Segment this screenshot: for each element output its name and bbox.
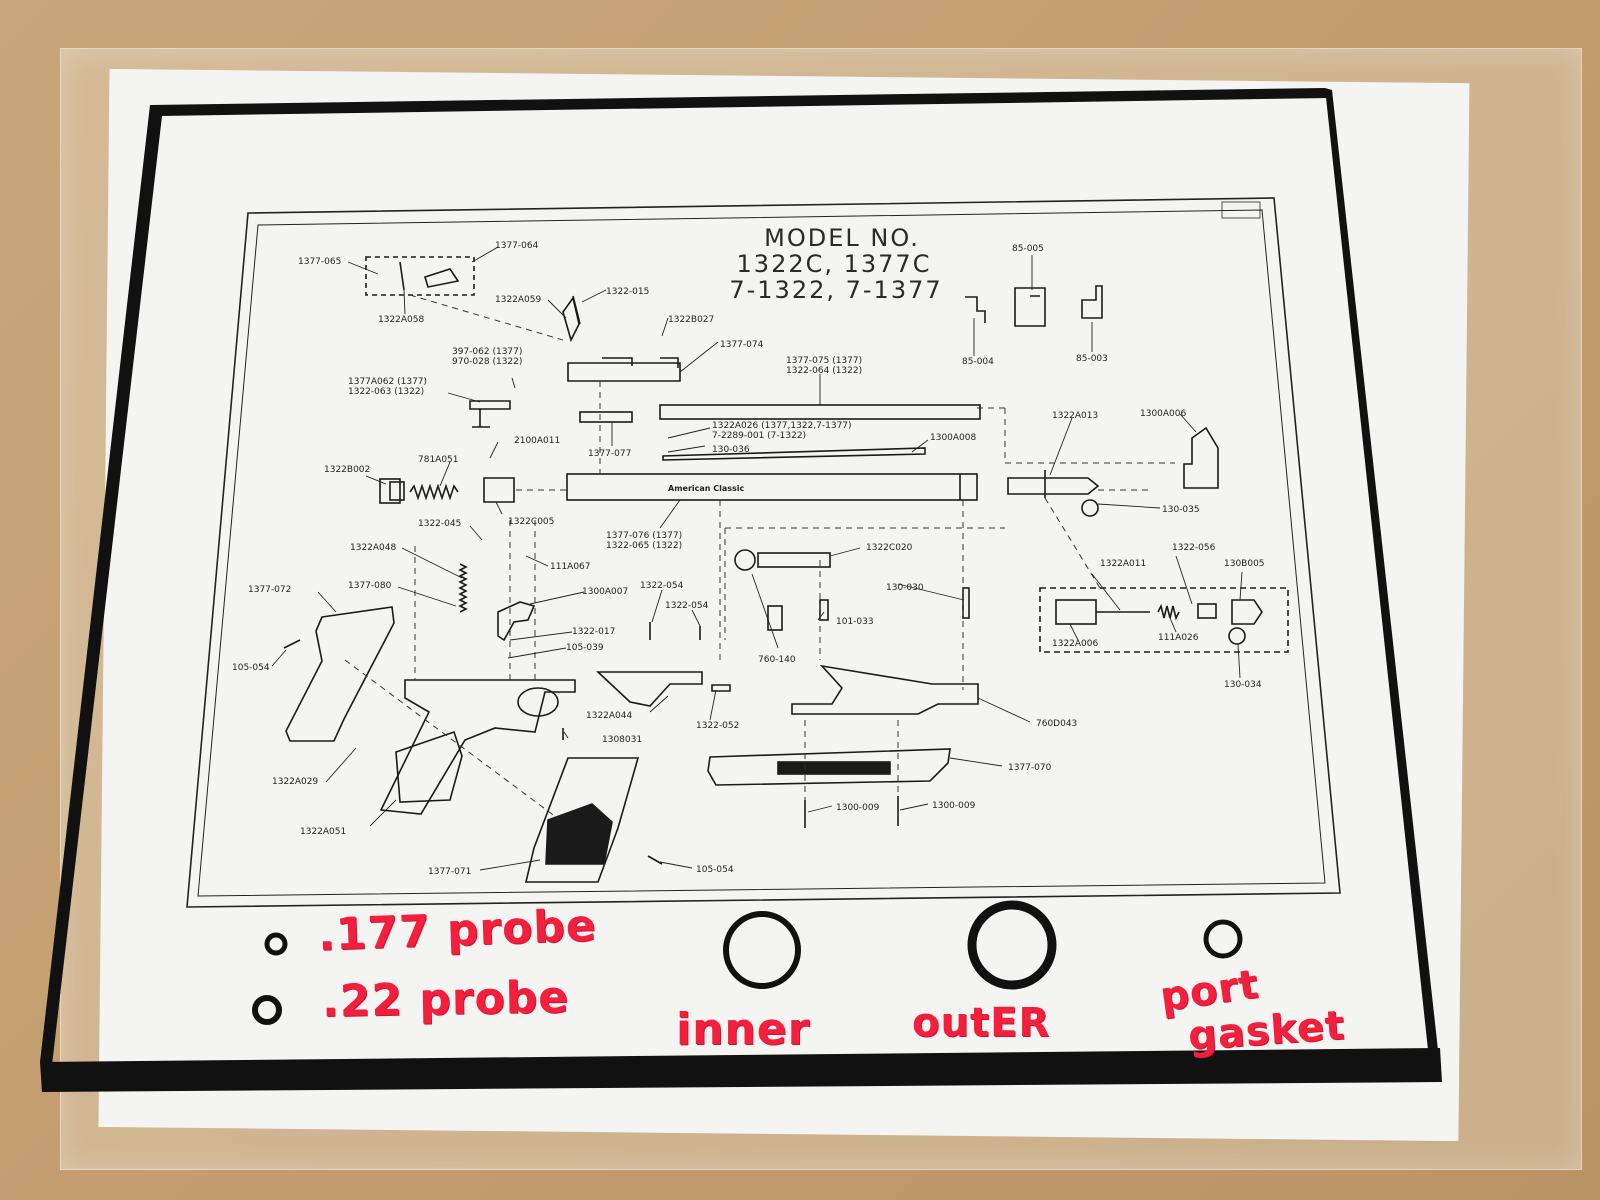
- part-label: 1322-065 (1322): [606, 541, 682, 551]
- part-label: 130-030: [886, 583, 924, 593]
- part-label: 1322-017: [572, 627, 615, 637]
- part-label: 1322B027: [668, 315, 714, 325]
- part-label: 1322A048: [350, 543, 397, 553]
- part-label: 1322A058: [378, 315, 425, 325]
- part-label: 85-004: [962, 357, 994, 367]
- o-ring-inner: [723, 911, 801, 989]
- part-label: 130B005: [1224, 559, 1265, 569]
- part-label: 1300-009: [836, 803, 880, 813]
- part-label: 1322A059: [495, 295, 542, 305]
- part-label: 111A067: [550, 562, 591, 572]
- paper: [98, 68, 1470, 1142]
- part-label: 1322-064 (1322): [786, 366, 862, 376]
- o-ring-port-gasket: [1203, 919, 1243, 959]
- title-line-2: 1322C, 1377C: [737, 250, 932, 278]
- drawing-frame: [186, 197, 1341, 908]
- part-label: 1322-052: [696, 721, 739, 731]
- part-label: 105-054: [696, 865, 734, 875]
- o-ring-22-probe: [252, 995, 282, 1025]
- leader-lines: [271, 246, 1243, 871]
- part-label: 1322A044: [586, 711, 633, 721]
- part-label: 1322C005: [508, 517, 554, 527]
- part-label: 970-028 (1322): [452, 357, 522, 367]
- part-label: 130-036: [712, 445, 750, 455]
- part-label: 1377-076 (1377): [606, 531, 682, 541]
- part-label: 1322-054: [665, 601, 709, 611]
- part-label: 1322A013: [1052, 411, 1098, 421]
- part-label: 781A051: [418, 455, 459, 465]
- o-rings: [252, 900, 1243, 1025]
- o-ring-177-probe: [264, 932, 288, 956]
- part-labels: 1377-065 1377-064 1322A058 1322A059 1322…: [232, 241, 1265, 877]
- black-border-frame: [40, 88, 1442, 1092]
- title-line-3: 7-1322, 7-1377: [729, 276, 942, 304]
- part-label: 1322-054: [640, 581, 684, 591]
- part-label: 1377-064: [495, 241, 539, 251]
- part-label: 105-054: [232, 663, 270, 673]
- part-label: 1322A006: [1052, 639, 1099, 649]
- part-label: 111A026: [1158, 633, 1199, 643]
- part-label: 760D043: [1036, 719, 1077, 729]
- part-label: 130-035: [1162, 505, 1200, 515]
- part-label: 1377-070: [1008, 763, 1052, 773]
- part-label: 7-2289-001 (7-1322): [712, 431, 806, 441]
- part-label: 1322C020: [866, 543, 913, 553]
- part-label: 1377-065: [298, 257, 341, 267]
- part-label: 1322-045: [418, 519, 461, 529]
- part-label: 130-034: [1224, 680, 1262, 690]
- part-label: 397-062 (1377): [452, 347, 522, 357]
- part-label: 105-039: [566, 643, 604, 653]
- part-label: 1322-056: [1172, 543, 1216, 553]
- part-label: 1377-075 (1377): [786, 356, 862, 366]
- part-label: 1377A062 (1377): [348, 377, 427, 387]
- part-label: 1377-077: [588, 449, 631, 459]
- part-label: 1377-080: [348, 581, 392, 591]
- part-label: 85-005: [1012, 244, 1044, 254]
- part-label: 1300A007: [582, 587, 628, 597]
- part-label: 1300A008: [930, 433, 977, 443]
- part-label: 1377-074: [720, 340, 764, 350]
- brand-label: American Classic: [668, 484, 745, 493]
- part-label: 1322A011: [1100, 559, 1146, 569]
- part-label: 1322-063 (1322): [348, 387, 424, 397]
- o-ring-outer: [967, 900, 1057, 990]
- part-label: 1377-071: [428, 867, 471, 877]
- part-label: 2100A011: [514, 436, 560, 446]
- part-label: 1322A051: [300, 827, 346, 837]
- part-label: 1300A006: [1140, 409, 1187, 419]
- part-label: 1322B002: [324, 465, 370, 475]
- part-label: 101-033: [836, 617, 874, 627]
- part-label: 1300-009: [932, 801, 976, 811]
- title-line-1: MODEL NO.: [764, 224, 920, 252]
- part-label: 760-140: [758, 655, 796, 665]
- part-label: 1322A029: [272, 777, 319, 787]
- parts-drawing: [283, 256, 1289, 883]
- part-label: 1308031: [602, 735, 642, 745]
- assembly-dashed-lines: [344, 294, 1175, 821]
- part-label: 1377-072: [248, 585, 291, 595]
- part-label: 85-003: [1076, 354, 1108, 364]
- model-title: MODEL NO. 1322C, 1377C 7-1322, 7-1377: [729, 224, 942, 304]
- part-label: 1322-015: [606, 287, 649, 297]
- part-label: 1322A026 (1377,1322,7-1377): [712, 421, 852, 431]
